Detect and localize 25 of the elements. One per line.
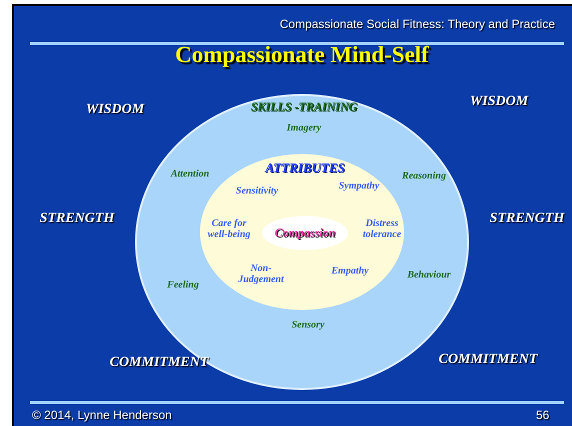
attribute-label: Non- Judgement: [237, 263, 285, 285]
attribute-label: Sympathy: [338, 180, 380, 192]
header-text: Compassionate Social Fitness: Theory and Practice: [280, 17, 555, 31]
corner-label: COMMITMENT: [438, 352, 538, 368]
corner-label: WISDOM: [470, 94, 528, 110]
attribute-label: Distress tolerance: [362, 218, 402, 240]
corner-label: COMMITMENT: [110, 355, 208, 371]
corner-label: STRENGTH: [40, 211, 114, 227]
skill-label: Attention: [170, 168, 210, 180]
attribute-label: Sensitivity: [236, 186, 278, 196]
skill-label: Imagery: [286, 122, 322, 134]
corner-label: STRENGTH: [490, 211, 564, 227]
skill-label: Behaviour: [407, 270, 451, 280]
attribute-label: Empathy: [331, 266, 369, 276]
skill-label: Sensory: [292, 320, 324, 330]
section-heading: ATTRIBUTES: [265, 160, 345, 176]
page-number: 56: [536, 408, 550, 422]
center-label: Compassion: [274, 226, 336, 240]
slide-title: Compassionate Mind-Self: [175, 42, 429, 68]
skill-label: Reasoning: [402, 170, 446, 182]
section-heading: SKILLS -TRAINING: [250, 100, 358, 114]
corner-label: WISDOM: [86, 102, 144, 118]
attribute-label: Care for well-being: [206, 218, 252, 240]
footer-text: © 2014, Lynne Henderson: [32, 408, 172, 422]
skill-label: Feeling: [167, 280, 199, 290]
